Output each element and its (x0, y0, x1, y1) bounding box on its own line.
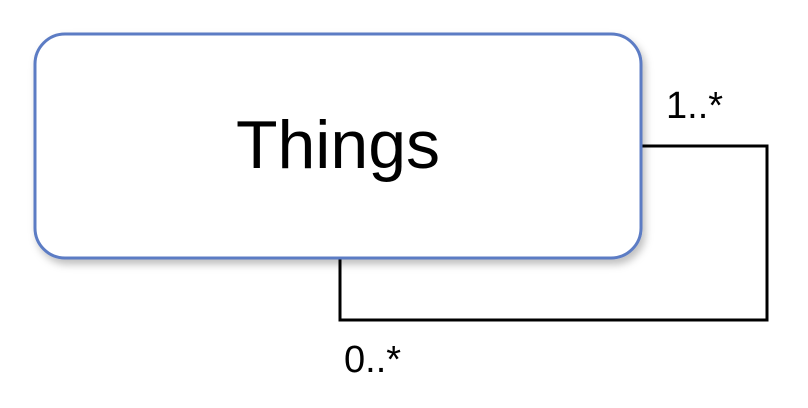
entity-things[interactable]: Things (33, 32, 643, 260)
multiplicity-label-target: 0..* (344, 339, 401, 381)
entity-box[interactable] (33, 32, 643, 260)
self-association-line[interactable] (338, 144, 769, 322)
entity-label: Things (236, 107, 440, 183)
multiplicity-label-source: 1..* (666, 85, 723, 127)
